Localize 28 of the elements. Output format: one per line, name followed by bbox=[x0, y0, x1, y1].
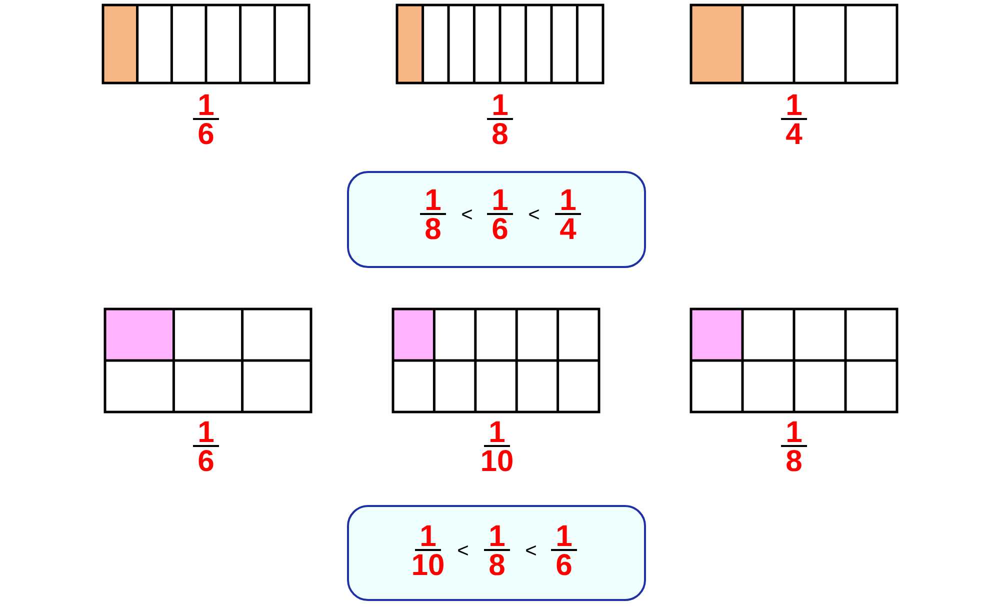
numerator: 1 bbox=[490, 525, 505, 546]
denominator: 4 bbox=[560, 218, 576, 239]
denominator: 6 bbox=[198, 123, 214, 144]
numerator: 1 bbox=[788, 94, 802, 115]
comparison-sign: < bbox=[458, 545, 468, 556]
numerator: 1 bbox=[788, 421, 802, 442]
comparison-sign: < bbox=[526, 545, 536, 556]
comparison-sign: < bbox=[529, 209, 539, 220]
denominator: 6 bbox=[198, 450, 214, 472]
denominator: 8 bbox=[492, 123, 508, 144]
numerator: 1 bbox=[494, 189, 508, 210]
denominator: 8 bbox=[426, 218, 440, 240]
denominator: 10 bbox=[482, 450, 512, 472]
denominator: 8 bbox=[490, 554, 504, 576]
denominator: 6 bbox=[556, 554, 572, 576]
comparison-sign: < bbox=[462, 209, 472, 220]
numerator: 1 bbox=[558, 525, 572, 546]
numerator: 1 bbox=[200, 421, 214, 442]
denominator: 6 bbox=[492, 218, 508, 240]
numerator: 1 bbox=[494, 94, 508, 115]
numerator: 1 bbox=[562, 189, 576, 210]
numerator: 1 bbox=[490, 421, 505, 442]
numerator: 1 bbox=[422, 525, 436, 546]
numerator: 1 bbox=[200, 94, 214, 115]
denominator: 8 bbox=[786, 450, 802, 472]
denominator: 4 bbox=[786, 123, 802, 144]
numerator: 1 bbox=[426, 189, 441, 210]
denominator: 10 bbox=[413, 554, 444, 576]
